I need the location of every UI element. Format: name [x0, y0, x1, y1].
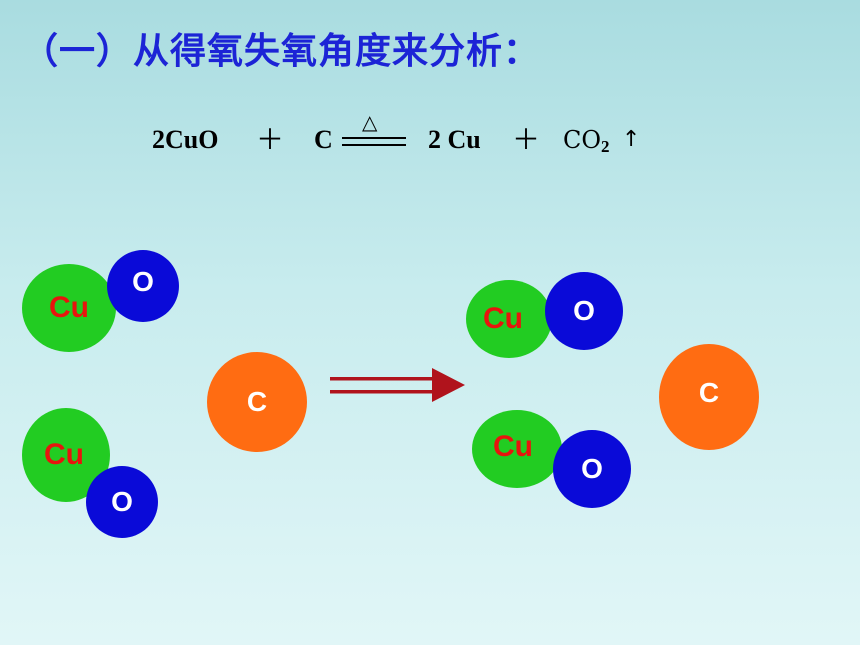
atom-label: O — [573, 295, 595, 326]
plus-sign-1: ＋ — [256, 123, 285, 156]
co2-subscript: 2 — [601, 137, 610, 156]
plus-sign-2: ＋ — [512, 123, 541, 156]
co2-base: CO — [563, 126, 602, 154]
atom-label: Cu — [483, 302, 523, 335]
atom-label: Cu — [493, 430, 533, 463]
reactant-c-atom: C — [207, 352, 307, 452]
atom-label: C — [698, 377, 720, 408]
product-c-atom: C — [659, 344, 759, 450]
reactant-o-atom-2: O — [86, 466, 158, 538]
reaction-arrow-icon — [330, 368, 465, 402]
gas-up-arrow-icon: ↑ — [622, 127, 641, 152]
reactant-o-atom-1: O — [107, 250, 179, 322]
atom-label: C — [246, 386, 268, 417]
product-co2: CO2 — [563, 120, 610, 160]
equals-bar-top — [342, 137, 406, 139]
atom-label: O — [581, 453, 603, 484]
product-o-atom-1: O — [545, 272, 623, 350]
product-o-atom-2: O — [553, 430, 631, 508]
reactant-c: C — [314, 125, 333, 154]
product-cu-atom-1: Cu — [466, 280, 552, 358]
atom-label: O — [132, 266, 154, 297]
product-cu: 2 Cu — [428, 125, 481, 154]
equals-bar-bottom — [342, 144, 406, 146]
heating-condition-icon: △ — [362, 110, 378, 134]
reactant-cuo: 2CuO — [152, 125, 219, 154]
reactant-cu-atom-1: Cu — [22, 264, 116, 352]
product-cu-atom-2: Cu — [472, 410, 562, 488]
atom-label: Cu — [44, 438, 84, 471]
slide-title: （一）从得氧失氧角度来分析： — [22, 31, 541, 72]
atom-label: Cu — [49, 291, 89, 324]
atom-label: O — [111, 486, 133, 517]
